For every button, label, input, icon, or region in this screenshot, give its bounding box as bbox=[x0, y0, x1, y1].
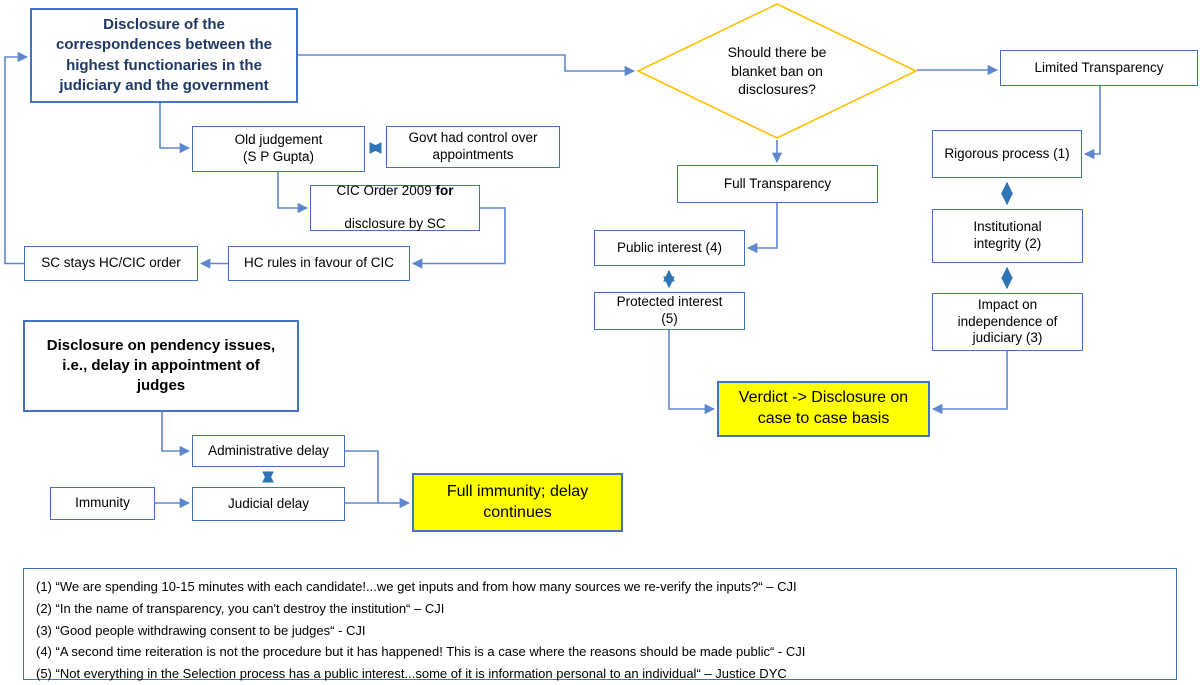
box-institutional-integrity: Institutional integrity (2) bbox=[932, 209, 1083, 263]
box-sc-stays-order: SC stays HC/CIC order bbox=[24, 246, 198, 281]
cic-order-line1-bold: for bbox=[435, 182, 454, 198]
decision-diamond-shape bbox=[636, 3, 918, 139]
box-govt-control: Govt had control over appointments bbox=[386, 126, 560, 168]
box-public-interest: Public interest (4) bbox=[594, 230, 745, 266]
cic-order-line1: CIC Order 2009 bbox=[336, 182, 436, 198]
arrow-sc-stays-to-disclosure-loop bbox=[4, 51, 29, 265]
box-protected-interest: Protected interest (5) bbox=[594, 292, 745, 330]
box-judicial-delay: Judicial delay bbox=[192, 487, 345, 521]
arrow-impact-to-verdict bbox=[931, 351, 1008, 415]
box-rigorous-process: Rigorous process (1) bbox=[932, 130, 1082, 178]
box-full-immunity: Full immunity; delay continues bbox=[412, 473, 623, 532]
box-old-judgement: Old judgement (S P Gupta) bbox=[192, 126, 365, 172]
box-cic-order: CIC Order 2009 for disclosure by SC bbox=[310, 183, 480, 231]
box-hc-rules: HC rules in favour of CIC bbox=[228, 246, 410, 281]
arrow-pendency-to-administrative bbox=[161, 412, 191, 457]
note-line-4: (4) “A second time reiteration is not th… bbox=[36, 644, 806, 660]
box-immunity: Immunity bbox=[50, 487, 155, 520]
cic-order-text: CIC Order 2009 for disclosure by SC bbox=[336, 166, 453, 250]
arrow-full-transparency-to-public-interest bbox=[746, 203, 778, 254]
note-line-3: (3) “Good people withdrawing consent to … bbox=[36, 622, 366, 638]
arrow-disclosure-to-diamond bbox=[298, 54, 636, 77]
arrow-old-judgement-to-cic-order bbox=[277, 172, 309, 214]
box-administrative-delay: Administrative delay bbox=[192, 435, 345, 467]
cic-order-line2: disclosure by SC bbox=[344, 216, 446, 232]
note-line-5: (5) “Not everything in the Selection pro… bbox=[36, 666, 787, 682]
note-line-2: (2) “In the name of transparency, you ca… bbox=[36, 600, 445, 616]
notes-panel: (1) “We are spending 10-15 minutes with … bbox=[23, 568, 1177, 681]
line-administrative-join bbox=[345, 450, 379, 503]
box-impact-independence: Impact on independence of judiciary (3) bbox=[932, 293, 1083, 351]
box-disclosure-correspondences: Disclosure of the correspondences betwee… bbox=[30, 8, 298, 103]
arrow-protected-interest-to-verdict bbox=[668, 330, 716, 415]
arrow-limited-to-rigorous bbox=[1083, 86, 1101, 160]
arrow-disclosure-to-old-judgement bbox=[159, 103, 191, 154]
box-pendency-disclosure: Disclosure on pendency issues, i.e., del… bbox=[23, 320, 299, 412]
arrow-cic-order-to-hc-rules bbox=[411, 207, 506, 269]
note-line-1: (1) “We are spending 10-15 minutes with … bbox=[36, 579, 797, 594]
box-full-transparency: Full Transparency bbox=[677, 165, 878, 203]
box-verdict: Verdict -> Disclosure on case to case ba… bbox=[717, 381, 930, 437]
decision-diamond-label: Should there be blanket ban on disclosur… bbox=[727, 43, 827, 98]
box-limited-transparency: Limited Transparency bbox=[1000, 50, 1198, 86]
